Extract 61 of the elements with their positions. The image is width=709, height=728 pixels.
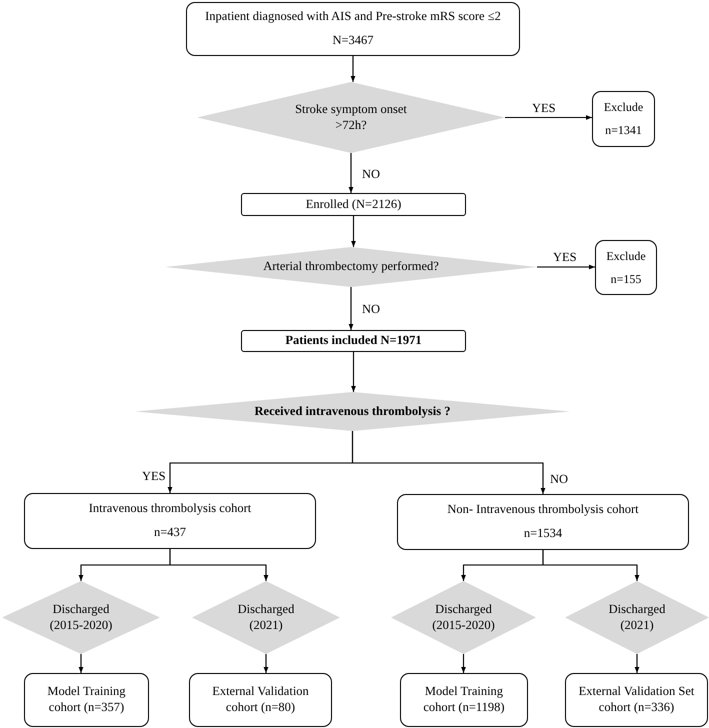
node-text: n=437	[154, 525, 186, 541]
node-text: Enrolled (N=2126)	[306, 196, 402, 212]
node-text: Discharged (2021)	[236, 602, 296, 634]
process-box	[189, 673, 332, 727]
edge-label: NO	[362, 168, 380, 180]
arrow	[348, 153, 354, 193]
process-box	[400, 673, 528, 727]
node-text: Discharged (2015-2020)	[48, 602, 114, 634]
arrow	[78, 654, 84, 673]
arrow	[634, 654, 640, 673]
arrow	[348, 287, 354, 330]
node-text: Model Training cohort (n=1198)	[422, 684, 506, 716]
node-text: Exclude	[606, 248, 646, 264]
node-text: Exclude	[604, 100, 644, 115]
decision-diamond	[197, 82, 505, 153]
process-box	[186, 2, 520, 56]
node-text: Received intravenous thrombolysis ?	[254, 404, 450, 420]
decision-diamond	[135, 392, 570, 431]
node-text: Intravenous thrombolysis cohort	[88, 501, 252, 517]
edge-label: YES	[142, 470, 166, 482]
process-box	[241, 193, 466, 216]
node-text: Stroke symptom onset >72h?	[294, 102, 408, 134]
process-box	[24, 493, 316, 549]
node-text: Arterial thrombectomy performed?	[263, 259, 439, 275]
edge-label: YES	[553, 251, 577, 264]
node-text: External Validation Set cohort (n=336)	[578, 684, 696, 716]
edge-label: NO	[362, 303, 380, 316]
decision-diamond	[391, 581, 536, 654]
process-box	[241, 330, 466, 352]
node-text: Discharged (2021)	[608, 602, 666, 634]
process-box	[592, 91, 655, 147]
decision-diamond	[565, 581, 709, 654]
node-text: External Validation cohort (n=80)	[211, 684, 310, 716]
decision-diamond	[192, 581, 340, 654]
node-text: Patients included N=1971	[285, 333, 422, 349]
node-text: Inpatient diagnosed with AIS and Pre-stroke mRS score ≤2	[205, 9, 501, 25]
node-text: Discharged (2015-2020)	[431, 602, 496, 634]
arrow	[169, 549, 268, 581]
arrow	[264, 654, 268, 673]
decision-diamond	[165, 247, 537, 287]
arrow	[537, 264, 595, 270]
edge-label: NO	[550, 473, 568, 486]
process-box	[565, 673, 708, 727]
node-text: n=155	[610, 272, 642, 286]
node-text: Model Training cohort (n=357)	[46, 684, 127, 716]
arrow	[505, 115, 592, 120]
arrow	[461, 654, 466, 673]
arrow	[352, 431, 546, 494]
arrow	[350, 56, 356, 82]
process-box	[397, 494, 689, 550]
node-text: n=1341	[605, 123, 642, 138]
process-box	[24, 673, 149, 727]
decision-diamond	[2, 581, 160, 654]
arrow	[351, 216, 356, 247]
node-text: N=3467	[332, 33, 374, 49]
node-text: n=1534	[524, 526, 562, 542]
arrow	[351, 352, 356, 392]
node-text: Non- Intravenous thrombolysis cohort	[447, 502, 639, 518]
process-box	[595, 240, 657, 295]
edge-label: YES	[532, 102, 556, 114]
arrow	[542, 550, 640, 581]
